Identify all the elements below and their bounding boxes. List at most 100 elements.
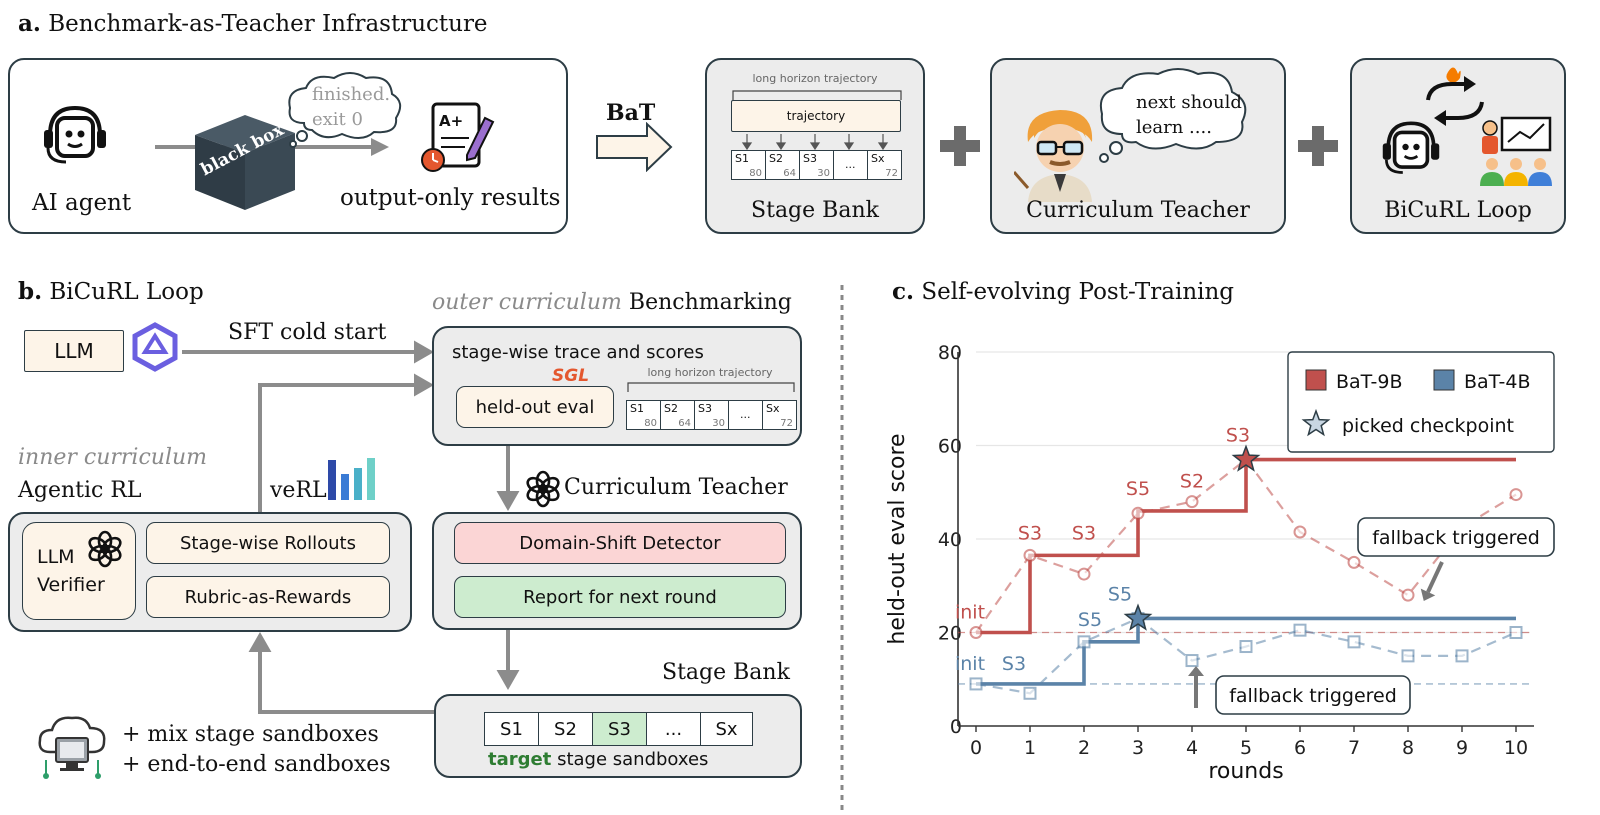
benchmarking-title: outer curriculum Benchmarking [432,290,792,315]
stage-cell-name: S2 [769,152,783,165]
stage-bank-b-title: Stage Bank [662,660,790,685]
y-tick-label: 20 [938,623,962,645]
target-sandboxes-label: target stage sandboxes [488,749,709,770]
data-point [1293,623,1307,637]
robot-agent-icon [44,105,106,164]
data-point [1239,640,1253,654]
legend-label: BaT-9B [1336,371,1403,393]
data-point [1509,626,1523,639]
stage-cell-name: S3 [698,402,712,415]
data-point [1347,555,1361,569]
bicurl-loop-panel: BiCuRL Loop [1350,58,1566,234]
callout-text: fallback triggered [1229,685,1397,707]
bat-arrow-label: BaT [606,100,656,126]
loop-refresh-icon [1426,67,1484,126]
point-annotation: init [955,602,985,624]
data-point [1185,495,1199,509]
stage-bank-cell: S2 [538,712,593,746]
point-annotation: S5 [1126,478,1150,500]
legend-label: picked checkpoint [1342,415,1514,437]
stage-cell-name: S2 [664,402,678,415]
stage-bank-cell: S3 [592,712,647,746]
callout-text: fallback triggered [1372,527,1540,549]
plus-icon [940,126,980,166]
held-out-eval-box: held-out eval [456,386,614,428]
stage-bank-cell: S1 [484,712,539,746]
openai-logo-icon [526,470,560,508]
data-point [1077,635,1091,649]
x-tick-label: 2 [1078,737,1090,759]
agentic-rl-panel: LLM Verifier Stage-wise Rollouts Rubric-… [8,512,412,632]
data-point [1131,506,1145,520]
dashed-line-BaT-9B [975,457,1517,634]
curriculum-teacher-b-panel: Domain-Shift Detector Report for next ro… [432,512,802,630]
x-tick-label: 6 [1294,737,1306,759]
legend-box [1287,351,1555,453]
stage-wise-rollouts-box: Stage-wise Rollouts [146,522,390,564]
report-next-round-box: Report for next round [454,576,786,618]
step-line-BaT-9B [976,457,1516,635]
y-axis-label: held-out eval score [885,433,910,644]
verl-label: veRL [270,478,327,503]
data-point [1509,488,1523,502]
trajectory-bracket [732,90,902,100]
bench-trajectory-header: long horizon trajectory [647,366,773,379]
teacher-icon [1014,110,1093,202]
point-annotation: S2 [1180,471,1204,493]
black-box-panel: AI agent black box finished.exit 0 A+ ou… [8,58,568,234]
openai-logo-icon [88,530,122,568]
inner-curriculum-label: inner curriculum [18,445,208,470]
data-point [969,677,983,691]
data-point [1077,567,1091,581]
stage-cell-score: 80 [644,418,657,429]
stage-cell-score: 72 [780,418,793,429]
callout-box [1215,675,1411,715]
plus-icon [1298,126,1338,166]
point-annotation: S5 [1108,583,1132,605]
stage-cell-name: Sx [766,402,780,415]
domain-shift-detector-box: Domain-Shift Detector [454,522,786,564]
x-tick-label: 1 [1024,737,1036,759]
benchmarking-panel: stage-wise trace and scores SGL held-out… [432,326,802,446]
bench-bracket [627,382,795,392]
y-tick-label: 40 [938,529,962,551]
stage-cell-name: S1 [735,152,749,165]
panel-b-title: b. BiCuRL Loop [18,278,204,305]
data-point [1401,588,1415,602]
x-tick-label: 10 [1504,737,1528,759]
point-annotation: S5 [1078,609,1102,631]
thought-cloud-icon [288,72,402,148]
trajectory-arrows [741,134,889,150]
llm-base-box: LLM [24,330,124,372]
data-point [1347,635,1361,649]
stage-cell-score: 64 [678,418,691,429]
panel-a-title: a. Benchmark-as-Teacher Infrastructure [18,10,488,37]
stage-bank-cell: Sx [700,712,753,746]
rubric-as-rewards-box: Rubric-as-Rewards [146,576,390,618]
trajectory-header: long horizon trajectory [752,72,878,85]
stage-bank-cell: ... [646,712,701,746]
presentation-class-icon [1480,116,1552,186]
stage-cell-name: S3 [803,152,817,165]
x-axis-label: rounds [1208,759,1283,784]
sft-cold-start-label: SFT cold start [228,320,387,345]
data-point [1023,686,1037,700]
point-annotation: S3 [1072,522,1096,544]
data-point [969,626,983,639]
verl-logo-icon [328,458,375,500]
stage-cell-name: Sx [871,152,885,165]
x-tick-label: 0 [970,737,982,759]
callout-box [1357,517,1555,557]
panel-c-title: c. Self-evolving Post-Training [892,278,1235,305]
agentic-rl-title: Agentic RL [18,478,142,503]
callout-arrowhead [1188,666,1204,676]
